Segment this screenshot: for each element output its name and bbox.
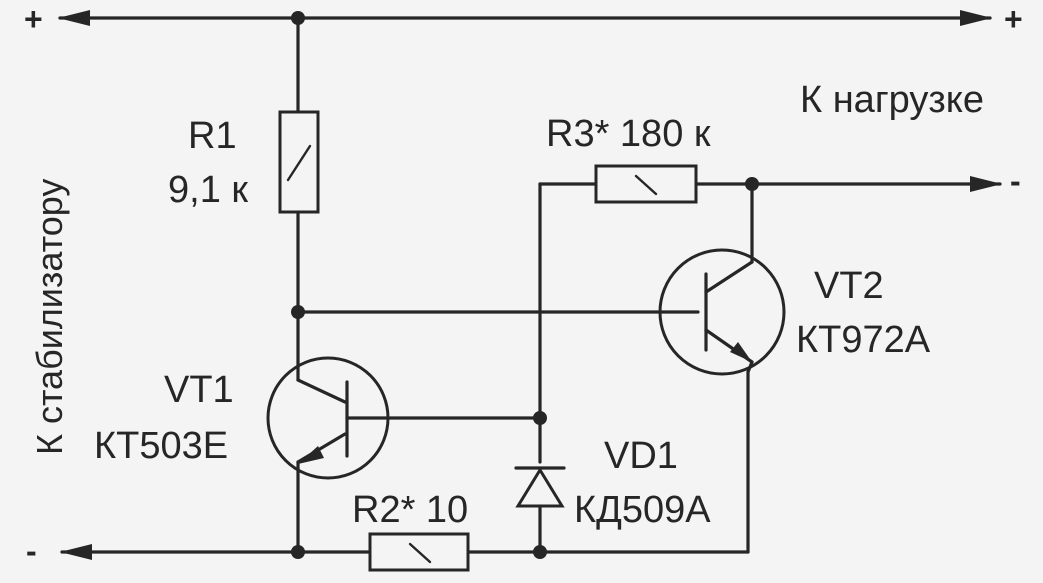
vd1-type-label: КД509А [574,489,711,531]
resistor-r1-trim-mark [286,144,312,182]
left-minus-arrow-icon [60,544,92,560]
junction-bottom-vd1 [533,545,547,559]
vd1-ref-label: VD1 [604,435,678,477]
junction-output [745,177,759,191]
diode-vd1 [514,466,566,554]
vt1-ref-label: VT1 [164,369,234,411]
transistor-vt1 [266,356,542,480]
plus-terminal-left: + [24,1,43,37]
negative-rail [60,544,750,560]
junction-vd1 [533,411,547,425]
minus-terminal-right: - [1010,163,1021,199]
load-output-arrow-icon [970,176,1002,192]
resistor-r2-trim-mark [408,542,432,564]
left-plus-arrow-icon [58,10,90,26]
r1-ref-label: R1 [188,115,237,157]
r1-value-label: 9,1 к [168,169,248,211]
stabilizer-label: К стабилизатору [29,179,70,455]
load-label: К нагрузке [800,79,984,121]
vt1-emitter-arrow-icon [298,446,324,464]
resistor-r3-trim-mark [634,174,658,196]
positive-rail [58,10,992,26]
junction-bottom-left [291,545,305,559]
r2-label: R2* 10 [352,489,468,531]
vt1-type-label: КТ503Е [94,425,228,467]
transistor-vt2 [658,182,786,376]
vt2-type-label: КТ972А [796,319,931,361]
junction-r1-base [291,305,305,319]
vt2-emitter-arrow-icon [730,342,752,362]
minus-terminal-left: - [26,533,37,569]
plus-terminal-right: + [1004,1,1023,37]
right-plus-arrow-icon [960,10,992,26]
vt2-ref-label: VT2 [814,265,884,307]
junction-top [291,11,305,25]
r3-label: R3* 180 к [546,113,711,155]
